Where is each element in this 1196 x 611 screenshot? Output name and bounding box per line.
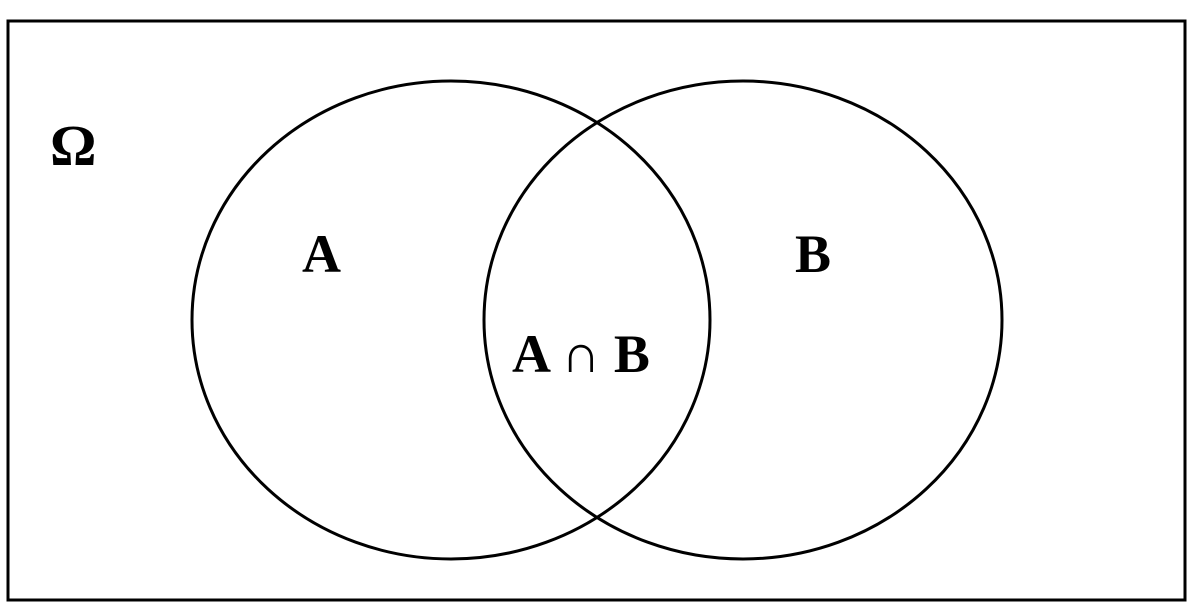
set-b-label: B (795, 224, 831, 284)
universe-label: Ω (50, 113, 96, 178)
set-b-circle (482, 79, 1004, 561)
intersection-label: A ∩ B (512, 324, 650, 384)
set-a-circle (190, 79, 712, 561)
universe-box (6, 19, 1187, 602)
set-a-label: A (302, 224, 341, 284)
